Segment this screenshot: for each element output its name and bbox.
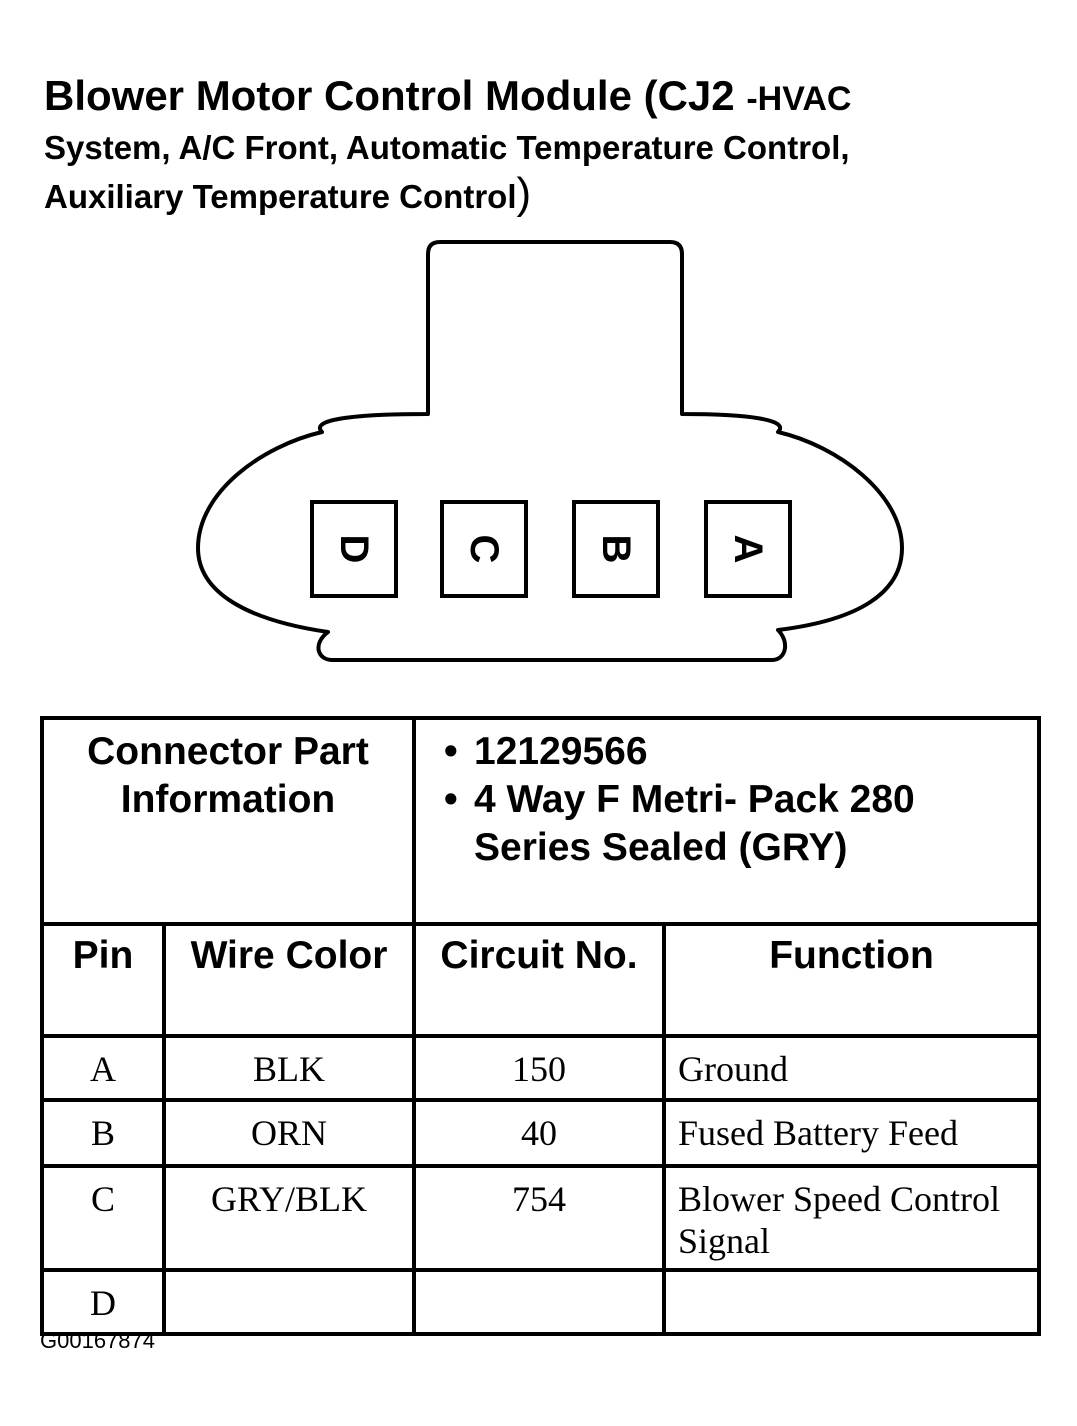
cell-function: Ground	[661, 1034, 1042, 1102]
pin-label-a: A	[726, 535, 770, 564]
connector-description: 4 Way F Metri- Pack 280 Series Sealed (G…	[474, 778, 915, 869]
table-row: B ORN 40 Fused Battery Feed	[40, 1098, 1042, 1168]
table-row: A BLK 150 Ground	[40, 1034, 1042, 1102]
header-pin: Pin	[40, 922, 166, 1038]
cell-function	[661, 1268, 1042, 1336]
title-close-paren: )	[516, 169, 532, 218]
pin-label-d: D	[332, 535, 376, 564]
part-info-row: Connector Part Information • 12129566 • 4 …	[40, 716, 1042, 926]
title-line-3-text: Auxiliary Temperature Control	[44, 178, 517, 215]
connector-table: Connector Part Information • 12129566 • 4 …	[40, 716, 1042, 1336]
cell-circuit: 40	[412, 1098, 666, 1168]
pin-label-c: C	[462, 535, 506, 564]
cell-wire-color: ORN	[162, 1098, 416, 1168]
cell-circuit	[412, 1268, 666, 1336]
cell-pin: A	[40, 1034, 166, 1102]
pin-cavity-a: A	[704, 500, 792, 598]
header-circuit-no: Circuit No.	[412, 922, 666, 1038]
bullet: •	[444, 778, 458, 821]
cell-function: Fused Battery Feed	[661, 1098, 1042, 1168]
part-info-label: Connector Part Information	[40, 716, 416, 926]
bullet: •	[444, 730, 458, 773]
cell-wire-color: BLK	[162, 1034, 416, 1102]
cell-wire-color: GRY/BLK	[162, 1164, 416, 1272]
part-info-item: • 12129566	[444, 728, 1037, 776]
header-wire-color: Wire Color	[162, 922, 416, 1038]
figure-id: G00167874	[40, 1328, 155, 1353]
connector-housing-outline	[196, 240, 904, 662]
title-line-1: Blower Motor Control Module (CJ2 -HVAC	[44, 70, 1054, 125]
part-number: 12129566	[474, 730, 648, 773]
pin-label-b: B	[594, 535, 638, 564]
cell-function: Blower Speed Control Signal	[661, 1164, 1042, 1272]
title-line-2: System, A/C Front, Automatic Temperature…	[44, 129, 850, 166]
title-main: Blower Motor Control Module (CJ2	[44, 72, 735, 119]
cell-pin: B	[40, 1098, 166, 1168]
cell-wire-color	[162, 1268, 416, 1336]
part-info-list: • 12129566 • 4 Way F Metri- Pack 280 Serie…	[411, 716, 1042, 926]
part-info-item: • 4 Way F Metri- Pack 280 Series Sealed (…	[444, 776, 1037, 872]
header-function: Function	[661, 922, 1042, 1038]
title-line-3: Auxiliary Temperature Control)	[44, 171, 1054, 220]
title-suffix: -HVAC	[746, 80, 852, 118]
diagram-title: Blower Motor Control Module (CJ2 -HVAC S…	[44, 70, 1054, 220]
connector-face-diagram: D C B A	[196, 240, 904, 662]
header-row: Pin Wire Color Circuit No. Function	[40, 922, 1042, 1038]
pin-cavity-d: D	[310, 500, 398, 598]
table-row: C GRY/BLK 754 Blower Speed Control Signa…	[40, 1164, 1042, 1272]
cell-pin: D	[40, 1268, 166, 1336]
cell-circuit: 754	[412, 1164, 666, 1272]
pin-cavity-c: C	[440, 500, 528, 598]
pin-cavity-b: B	[572, 500, 660, 598]
cell-circuit: 150	[412, 1034, 666, 1102]
table-row: D	[40, 1268, 1042, 1336]
cell-pin: C	[40, 1164, 166, 1272]
